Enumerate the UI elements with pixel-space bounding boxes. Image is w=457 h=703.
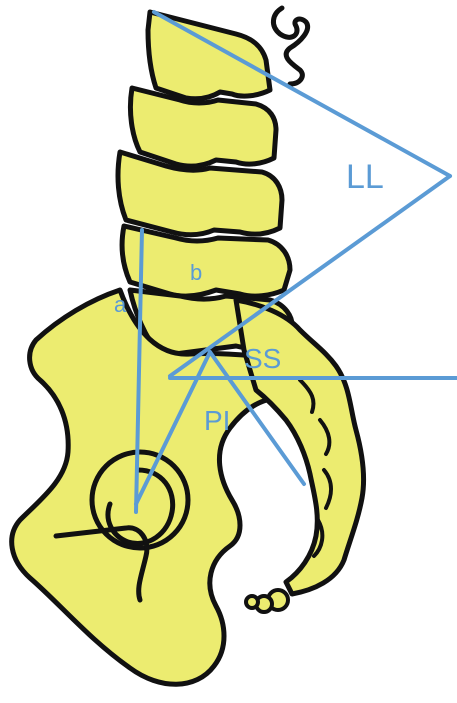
label-pi: PI	[204, 405, 230, 436]
label-ss: SS	[244, 343, 281, 374]
coccyx-segment-3	[246, 596, 258, 608]
vertebra-l1	[148, 12, 270, 99]
label-a: a	[114, 292, 127, 317]
spinal-cord-outline	[273, 8, 307, 84]
vertebra-l4	[122, 226, 290, 296]
label-ll: LL	[346, 158, 384, 196]
label-b: b	[190, 260, 202, 285]
